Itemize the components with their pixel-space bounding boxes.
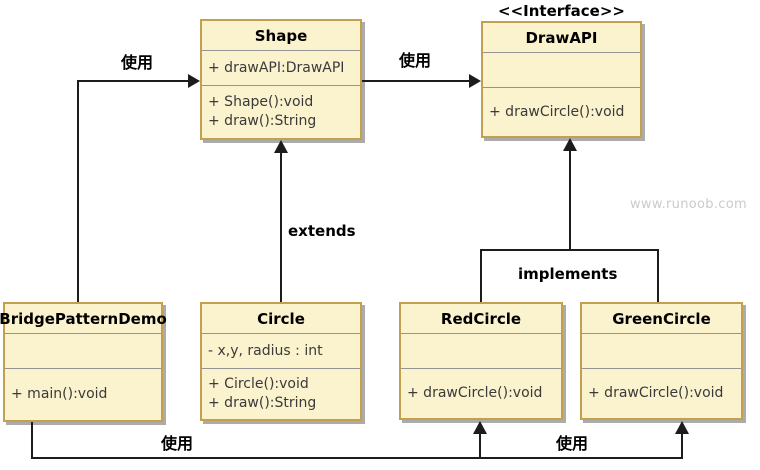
class-name-circle: Circle — [257, 309, 305, 328]
method-line: + main():void — [11, 386, 108, 402]
method-line: + draw():String — [208, 113, 317, 129]
method-line: + Shape():void — [208, 94, 314, 110]
method-line: + draw():String — [208, 395, 317, 411]
class-methods-drawapi: + drawCircle():void — [483, 88, 640, 136]
class-name-drawapi: DrawAPI — [525, 28, 598, 47]
arrowhead-shape-drawapi-icon — [469, 74, 481, 88]
class-attributes-redcircle — [401, 333, 561, 369]
edge-implements-hline — [480, 249, 659, 251]
label-extends: extends — [288, 222, 356, 240]
arrowhead-demo-greencircle-icon — [675, 421, 689, 434]
class-name-bridgepatterndemo: BridgePatternDemo — [0, 309, 167, 328]
class-name-redcircle: RedCircle — [440, 309, 522, 328]
arrowhead-implements-drawapi-icon — [563, 138, 577, 151]
edge-redcircle-branch-vline — [479, 434, 481, 458]
class-attributes-greencircle — [582, 333, 741, 369]
class-name-shape: Shape — [254, 26, 308, 45]
class-methods-bridgepatterndemo: + main():void — [5, 369, 161, 420]
arrowhead-circle-shape-icon — [274, 140, 288, 153]
attribute-line: + drawAPI:DrawAPI — [208, 60, 345, 76]
arrowhead-demo-redcircle-icon — [473, 421, 487, 434]
label-implements: implements — [518, 265, 618, 283]
method-line: + drawCircle():void — [407, 385, 543, 401]
edge-circle-shape-vline — [280, 151, 282, 302]
edge-shape-drawapi-hline — [362, 80, 469, 82]
class-methods-circle: + Circle():void + draw():String — [202, 369, 360, 419]
label-use-shape-drawapi: 使用 — [399, 51, 432, 70]
class-box-shape: Shape + drawAPI:DrawAPI + Shape():void +… — [200, 19, 362, 140]
edge-greencircle-branch-vline — [681, 434, 683, 458]
class-methods-shape: + Shape():void + draw():String — [202, 86, 360, 138]
class-attributes-circle: - x,y, radius : int — [202, 333, 360, 369]
interface-stereotype-label: <<Interface>> — [498, 2, 625, 20]
label-use-demo-shape: 使用 — [121, 53, 154, 72]
class-box-circle: Circle - x,y, radius : int + Circle():vo… — [200, 302, 362, 421]
watermark-text: www.runoob.com — [630, 197, 747, 212]
class-methods-redcircle: + drawCircle():void — [401, 369, 561, 418]
method-line: + Circle():void — [208, 376, 309, 392]
arrowhead-demo-shape-icon — [188, 74, 200, 88]
edge-demo-bottom-vline — [31, 422, 33, 458]
attribute-line: - x,y, radius : int — [208, 343, 323, 359]
method-line: + drawCircle():void — [489, 103, 625, 120]
method-line: + drawCircle():void — [588, 385, 724, 401]
edge-redcircle-implements-vline — [480, 249, 482, 302]
class-methods-greencircle: + drawCircle():void — [582, 369, 741, 418]
label-use-demo-greencircle: 使用 — [556, 434, 589, 453]
class-box-redcircle: RedCircle + drawCircle():void — [399, 302, 563, 420]
class-attributes-drawapi — [483, 52, 640, 88]
class-box-drawapi: DrawAPI + drawCircle():void — [481, 21, 642, 138]
class-box-bridgepatterndemo: BridgePatternDemo + main():void — [0, 302, 167, 422]
edge-demo-shape-vline — [77, 81, 79, 302]
class-attributes-bridgepatterndemo — [5, 333, 161, 369]
label-use-demo-redcircle: 使用 — [161, 434, 194, 453]
class-box-greencircle: GreenCircle + drawCircle():void — [580, 302, 743, 420]
edge-implements-center-vline — [569, 150, 571, 250]
edge-greencircle-implements-vline — [657, 249, 659, 302]
edge-bottom-hline — [31, 457, 683, 459]
edge-demo-shape-hline — [77, 80, 189, 82]
class-attributes-shape: + drawAPI:DrawAPI — [202, 50, 360, 86]
class-name-greencircle: GreenCircle — [612, 309, 711, 328]
